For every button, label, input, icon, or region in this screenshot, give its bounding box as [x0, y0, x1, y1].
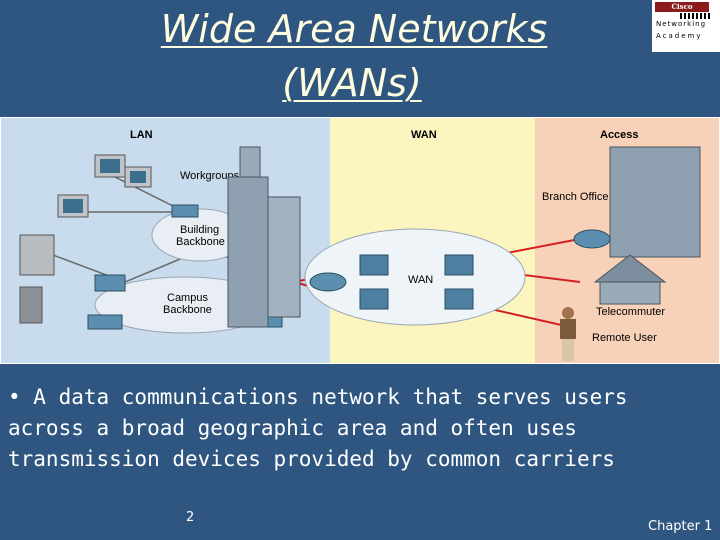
- remote-user-label: Remote User: [592, 332, 657, 344]
- logo-line2: Networking: [656, 20, 707, 28]
- access-zone-label: Access: [600, 129, 639, 141]
- logo-line1: Cisco Systems: [655, 2, 709, 21]
- workgroup-computers: [19, 154, 152, 324]
- page-number: 2: [186, 510, 195, 525]
- branch-office-building: [609, 146, 701, 258]
- building-backbone-label-1: Building: [180, 224, 219, 236]
- branch-office-label: Branch Office: [542, 191, 608, 203]
- wan-edge-router: [309, 272, 347, 292]
- logo-bars: [680, 13, 710, 19]
- wan-switches: [359, 254, 474, 310]
- remote-user-figure: [560, 307, 576, 361]
- wan-cloud-label: WAN: [408, 274, 433, 286]
- wan-diagram: LAN WAN Access Building Backbone Campus …: [0, 117, 720, 364]
- lan-zone-label: LAN: [130, 129, 153, 141]
- branch-office-router: [573, 229, 611, 249]
- building-backbone-label-2: Backbone: [176, 236, 225, 248]
- wan-zone-label: WAN: [411, 129, 437, 141]
- buildings: [227, 146, 301, 328]
- cisco-academy-logo: Cisco Systems Networking Academy: [652, 0, 720, 52]
- slide-title-line2: (WANs): [282, 61, 422, 105]
- campus-backbone-label-1: Campus: [167, 292, 208, 304]
- campus-backbone-label-2: Backbone: [163, 304, 212, 316]
- slide-body-text: • A data communications network that ser…: [8, 385, 628, 471]
- telecommuter-label: Telecommuter: [596, 306, 665, 318]
- chapter-label: Chapter 1: [648, 519, 713, 534]
- logo-line3: Academy: [656, 32, 703, 40]
- workgroups-label: Workgroups: [180, 170, 240, 182]
- slide-title-line1: Wide Area Networks: [160, 7, 548, 51]
